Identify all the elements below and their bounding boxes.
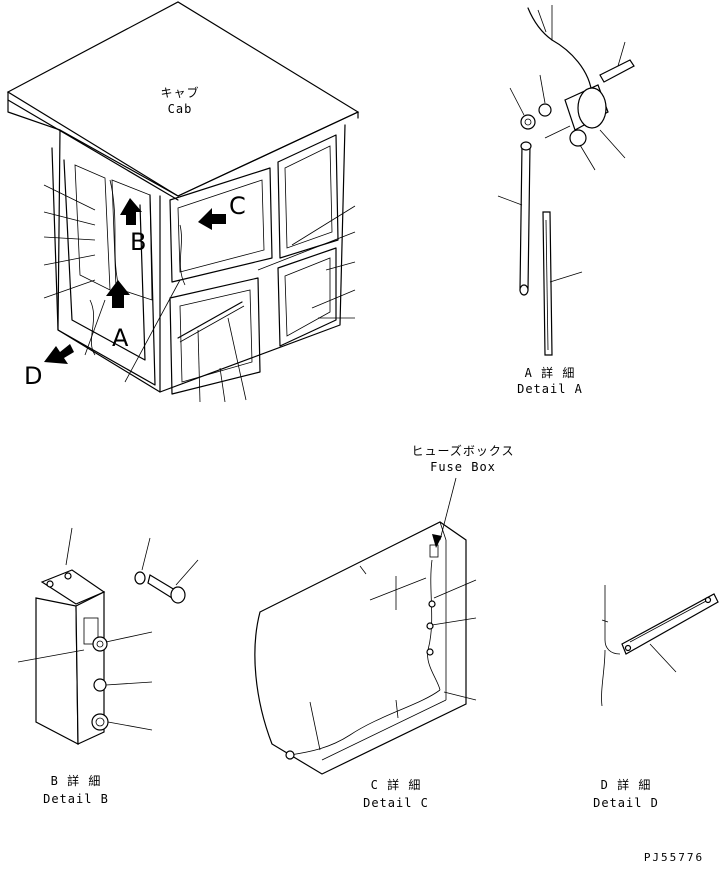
- drawing-number: PJ55776: [643, 851, 705, 864]
- fuse-box-label-jp: ヒューズボックス: [411, 444, 515, 458]
- detail-b-label-en: Detail B: [43, 792, 109, 806]
- detail-d-label-en: Detail D: [593, 796, 659, 810]
- view-letter-d: D: [24, 362, 43, 390]
- cab-label-jp: キャブ: [160, 86, 200, 100]
- arrow-d-icon: [44, 344, 74, 364]
- cab-assembly: [6, 1, 360, 403]
- detail-d-drawing: [601, 585, 719, 707]
- detail-c-drawing: [254, 477, 477, 775]
- right-upper-window: [277, 134, 339, 259]
- arrow-b-icon: [120, 198, 142, 225]
- right-lower-window: [277, 247, 337, 347]
- detail-d-label-jp: D 詳 細: [600, 778, 652, 792]
- view-letter-a: A: [112, 324, 129, 352]
- view-letter-b: B: [130, 228, 147, 256]
- detail-a-label-jp: A 詳 細: [524, 366, 576, 380]
- detail-c-label-en: Detail C: [363, 796, 429, 810]
- front-lower-window: [169, 277, 261, 395]
- detail-b-drawing: [17, 527, 199, 745]
- arrow-a-icon: [106, 280, 130, 308]
- arrow-c-icon: [198, 208, 226, 230]
- front-upper-window: [169, 167, 273, 283]
- view-letter-c: C: [229, 192, 246, 220]
- detail-b-label-jp: B 詳 細: [50, 774, 102, 788]
- detail-c-label-jp: C 詳 細: [370, 778, 422, 792]
- cab-label-en: Cab: [167, 102, 193, 116]
- fuse-box-label-en: Fuse Box: [430, 460, 496, 474]
- detail-a-drawing: [497, 5, 635, 356]
- detail-a-label-en: Detail A: [517, 382, 583, 396]
